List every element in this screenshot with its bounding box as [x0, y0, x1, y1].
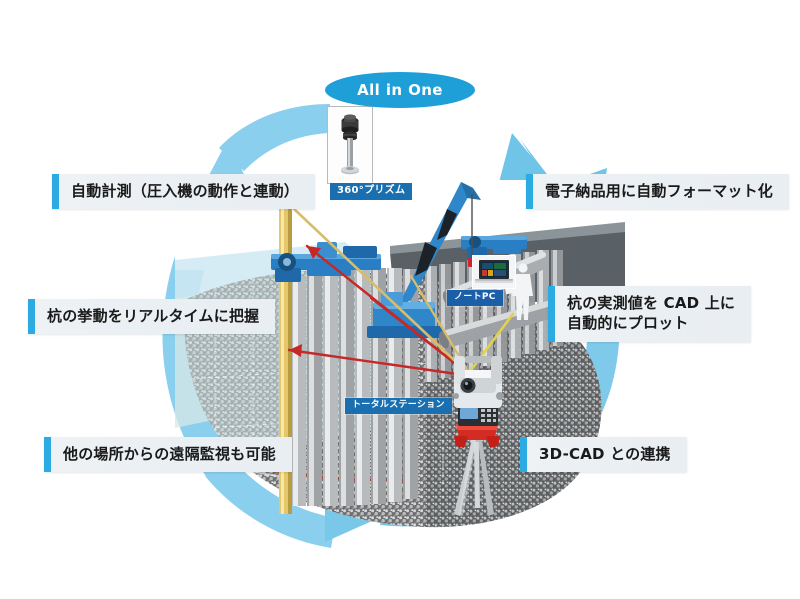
callout-remote-monitoring: 他の場所からの遠隔監視も可能: [44, 437, 292, 473]
laptop-inset: [472, 255, 516, 289]
callout-realtime-text: 杭の挙動をリアルタイムに把握: [47, 307, 260, 325]
chip-laptop-label: ノートPC: [447, 290, 503, 306]
chip-prism-label: 360°プリズム: [330, 183, 413, 200]
chip-prism-text: 360°プリズム: [337, 185, 406, 196]
prism-inset-photo: [327, 106, 373, 184]
callout-accent-bar: [520, 437, 527, 473]
all-in-one-label: All in One: [357, 81, 443, 99]
all-in-one-badge: All in One: [325, 72, 475, 108]
pile-guide-mast: [279, 194, 292, 514]
callout-3dcad-link-text: 3D-CAD との連携: [539, 445, 671, 463]
chip-laptop-text: ノートPC: [454, 292, 496, 302]
callout-auto-format: 電子納品用に自動フォーマット化: [526, 174, 790, 210]
prism-360-graphic: [328, 107, 372, 183]
laptop-icon: [473, 256, 515, 288]
callout-auto-measure-text: 自動計測（圧入機の動作と連動）: [71, 182, 300, 200]
callout-cad-plot-text: 杭の実測値を CAD 上に 自動的にプロット: [567, 294, 736, 333]
tripod-legs: [454, 440, 494, 516]
callout-accent-bar: [548, 286, 555, 342]
callout-auto-measure: 自動計測（圧入機の動作と連動）: [52, 174, 316, 210]
mobile-crane: [367, 182, 481, 338]
callout-accent-bar: [28, 299, 35, 335]
callout-3dcad-link: 3D-CAD との連携: [520, 437, 687, 473]
construction-site-illustration: [175, 180, 625, 528]
chip-total-station-text: トータルステーション: [352, 400, 445, 410]
callout-accent-bar: [44, 437, 51, 473]
callout-realtime: 杭の挙動をリアルタイムに把握: [28, 299, 276, 335]
callout-remote-monitoring-text: 他の場所からの遠隔監視も可能: [63, 445, 276, 463]
callout-accent-bar: [526, 174, 533, 210]
chip-total-station-label: トータルステーション: [345, 398, 452, 414]
callout-accent-bar: [52, 174, 59, 210]
callout-cad-plot: 杭の実測値を CAD 上に 自動的にプロット: [548, 286, 752, 342]
callout-auto-format-text: 電子納品用に自動フォーマット化: [545, 182, 774, 200]
total-station-instrument: [453, 356, 504, 516]
